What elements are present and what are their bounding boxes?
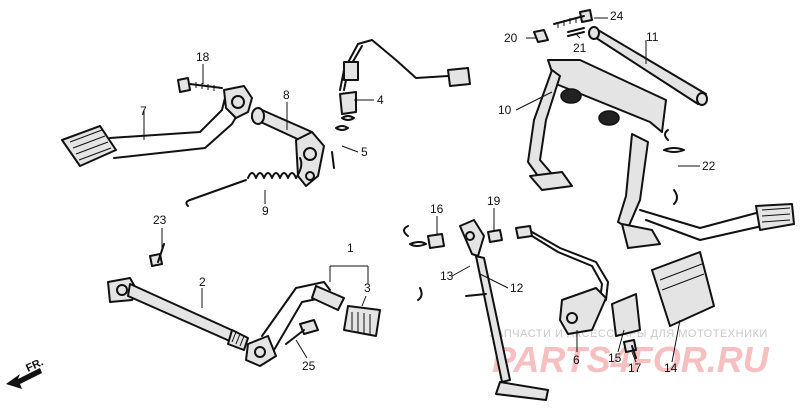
stand-nut-20-part xyxy=(533,29,549,43)
front-label: FR. xyxy=(24,356,45,374)
callout-14: 14 xyxy=(664,361,678,375)
stand-spring-22-part xyxy=(663,129,685,205)
callout-21: 21 xyxy=(573,41,587,55)
callout-8: 8 xyxy=(283,88,290,102)
front-direction-indicator: FR. xyxy=(6,356,45,389)
side-stand-bolt-16-part xyxy=(427,233,445,249)
shift-pedal-part xyxy=(245,281,381,367)
callout-10: 10 xyxy=(498,103,512,117)
callout-4: 4 xyxy=(377,93,384,107)
switch-bracket-15-part xyxy=(611,293,641,337)
callout-12: 12 xyxy=(510,281,524,295)
callout-5: 5 xyxy=(361,145,368,159)
front-arrow-icon xyxy=(6,368,42,389)
side-stand-switch-part xyxy=(515,225,609,335)
callout-6: 6 xyxy=(573,353,580,367)
main-stand-part xyxy=(527,59,795,249)
callout-3: 3 xyxy=(364,281,371,295)
stand-pivot-pipe-part xyxy=(588,26,708,106)
side-stand-nut-19-part xyxy=(487,229,503,243)
bolt-18-part xyxy=(177,77,223,93)
shift-spindle-part xyxy=(107,277,249,351)
callout-19: 19 xyxy=(487,194,501,208)
callout-17: 17 xyxy=(628,361,642,375)
cotter-pin-21-part xyxy=(567,27,585,37)
return-spring-part xyxy=(185,157,303,207)
callout-2: 2 xyxy=(199,275,206,289)
callout-25: 25 xyxy=(302,359,316,373)
leader-lines xyxy=(143,17,700,363)
callout-18: 18 xyxy=(196,50,210,64)
brake-pedal-part xyxy=(61,85,253,167)
side-stand-spring-part xyxy=(403,225,427,301)
bolt-23-part xyxy=(149,243,165,267)
callout-13: 13 xyxy=(440,269,454,283)
callout-23: 23 xyxy=(153,213,167,227)
callout-11: 11 xyxy=(646,30,659,44)
side-stand-part xyxy=(459,219,549,401)
callout-1: 1 xyxy=(347,241,354,255)
bolt-25-part xyxy=(285,319,319,345)
callout-15: 15 xyxy=(608,351,622,365)
callout-9: 9 xyxy=(262,204,269,218)
callout-24: 24 xyxy=(610,9,624,23)
callout-7: 7 xyxy=(140,104,147,118)
stand-bolt-24-part xyxy=(553,9,593,28)
switch-cover-14-part xyxy=(651,251,715,327)
callout-20: 20 xyxy=(504,31,518,45)
callout-22: 22 xyxy=(702,159,716,173)
brake-switch-part xyxy=(331,39,471,169)
watermark-caption: ЗАПЧАСТИ И АКСЕССУАРЫ ДЛЯ МОТОТЕХНИКИ xyxy=(489,328,768,340)
callout-16: 16 xyxy=(430,202,444,216)
switch-bolt-17-part xyxy=(623,339,637,359)
